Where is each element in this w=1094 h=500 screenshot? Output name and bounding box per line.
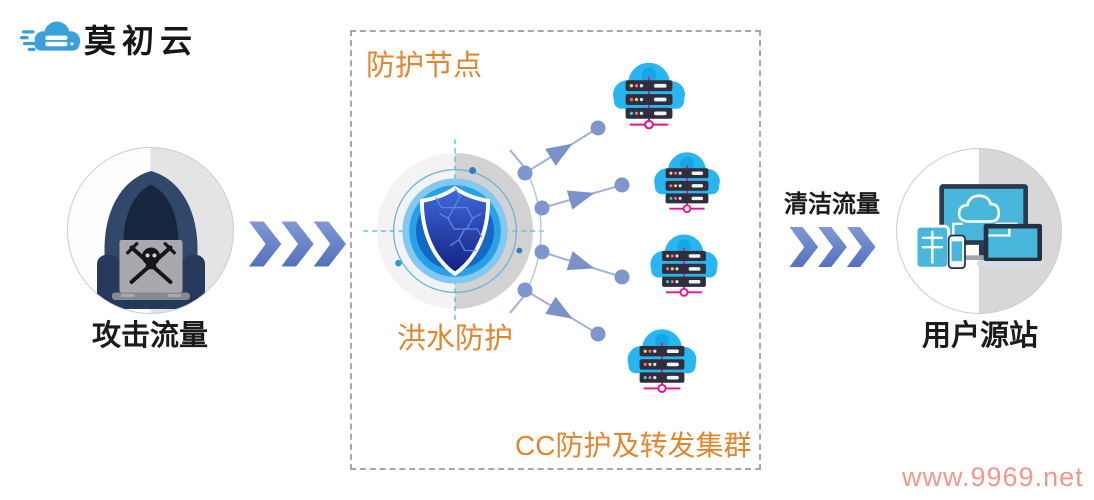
cloud-server-icon: [654, 152, 720, 214]
chevron-arrows-icon: [789, 227, 876, 267]
brand-name: 莫初云: [84, 23, 199, 59]
cloud-server-icon: [627, 329, 697, 393]
cloud-server-icon: [613, 62, 685, 130]
skull-crossbones-icon: [126, 242, 176, 284]
devices-icon: [914, 184, 1045, 270]
attack-source-circle: [67, 147, 234, 314]
logo-cloud-icon: [20, 21, 81, 52]
chevron-arrows-icon: [249, 221, 347, 267]
watermark-text: www.9969.net: [902, 462, 1084, 492]
attack-traffic-label: 攻击流量: [91, 320, 208, 352]
hacker-icon: [96, 171, 206, 309]
origin-site-circle: [896, 148, 1062, 314]
shield-radar-icon: [363, 139, 547, 323]
cloud-server-icon: [650, 234, 718, 297]
cloud-outline-icon: [957, 194, 1001, 223]
laptop-icon: [976, 223, 1045, 266]
cc-cluster-label: CC防护及转发集群: [515, 430, 752, 461]
flood-protection-circle: [363, 139, 547, 323]
flood-protection-label: 洪水防护: [396, 323, 513, 355]
clean-traffic-label: 清洁流量: [784, 191, 880, 218]
origin-site-label: 用户源站: [921, 320, 1038, 352]
protection-node-title: 防护节点: [366, 50, 483, 82]
network-links-icon: [509, 120, 630, 342]
phone-icon: [947, 234, 966, 270]
protection-node-box: [350, 30, 761, 470]
